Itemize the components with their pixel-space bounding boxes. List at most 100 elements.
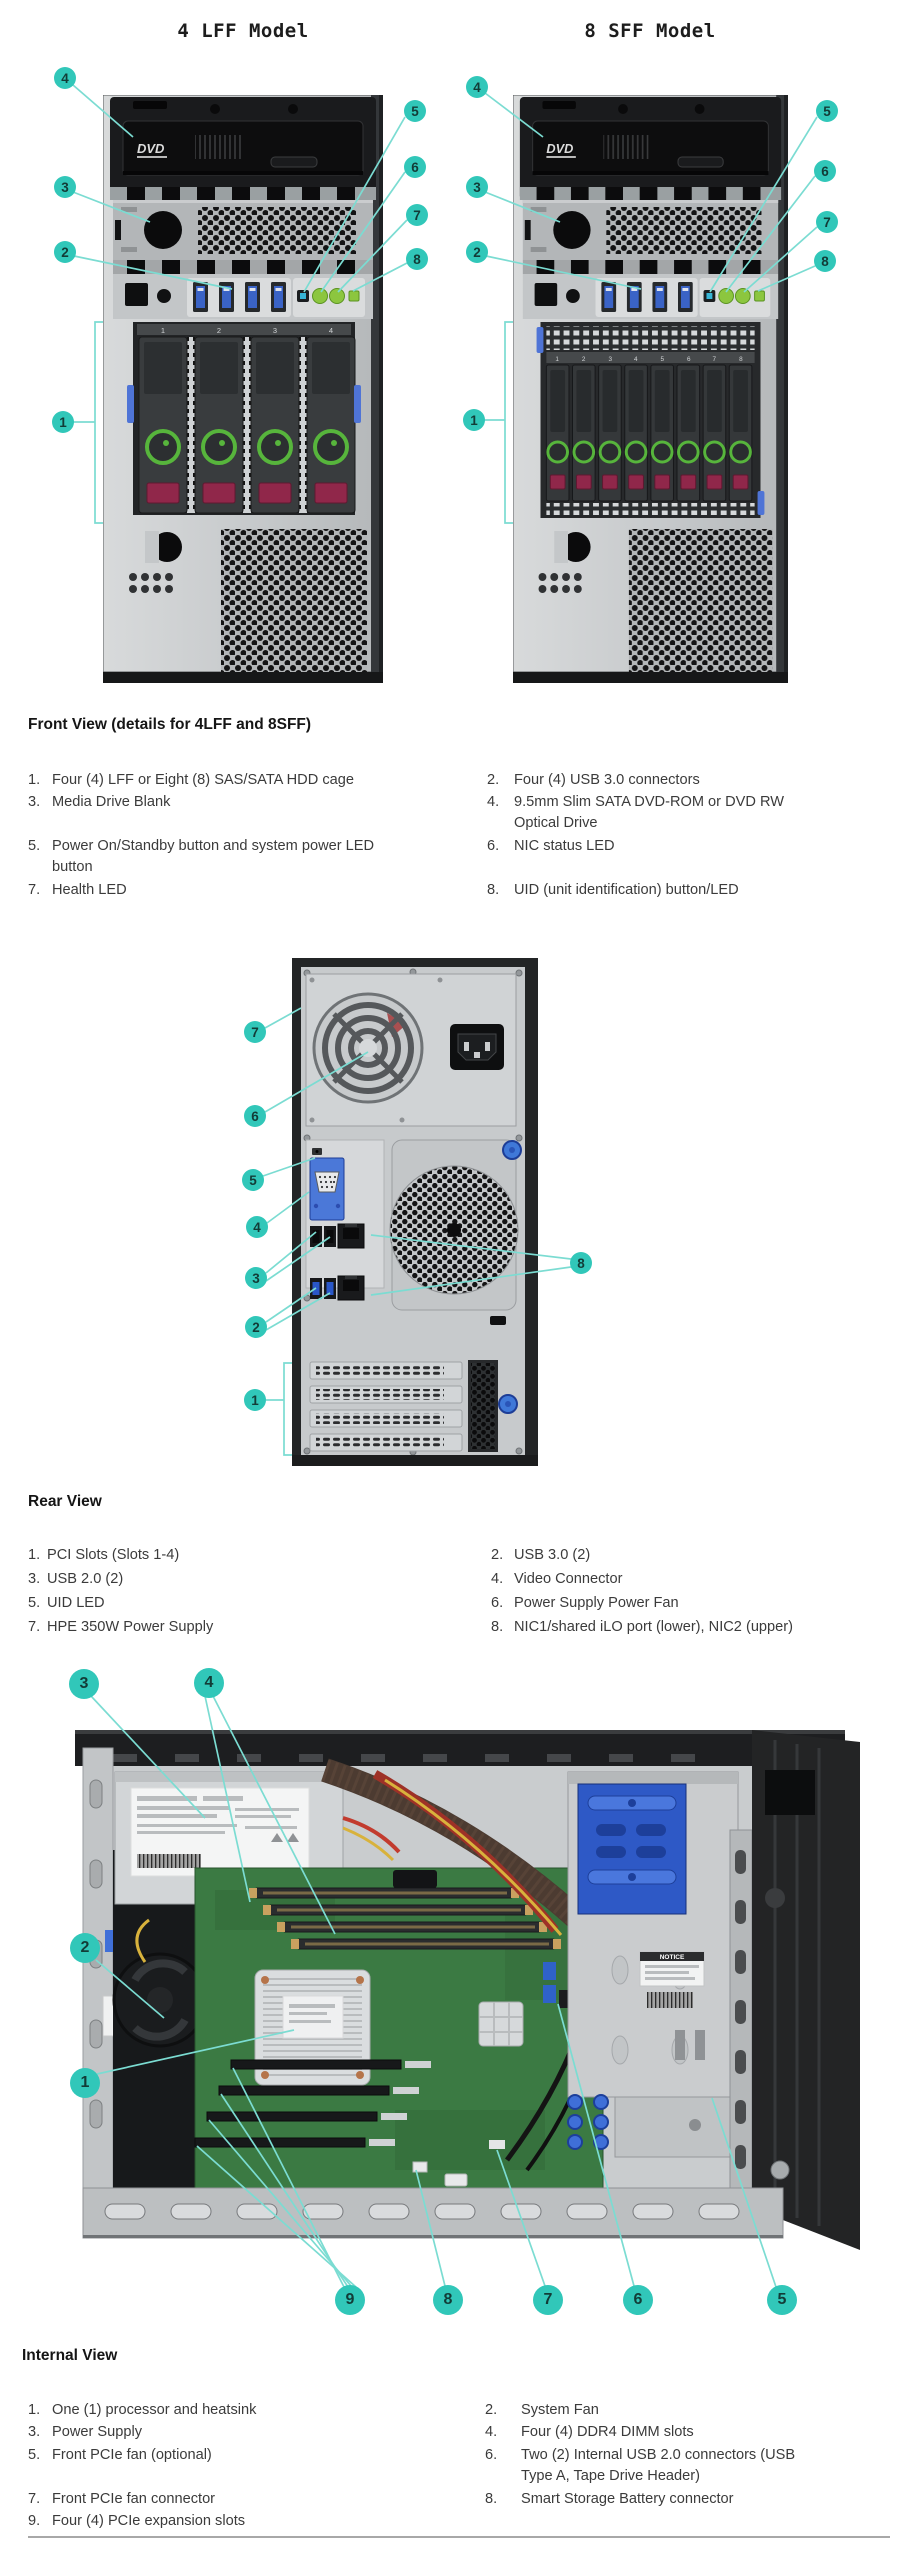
legend-item-text: NIC1/shared iLO port (lower), NIC2 (uppe… [514, 1619, 793, 1635]
legend-item-text: Power On/Standby button and system power… [52, 838, 375, 875]
legend-item-text: Media Drive Blank [52, 794, 171, 810]
legend-item: 6. NIC status LED [487, 836, 797, 857]
legend-item: 4.Video Connector [491, 1569, 891, 1590]
legend-item: 8.UID (unit identification) button/LED [487, 880, 797, 901]
legend-item-number: 8. [491, 1619, 504, 1635]
callout-internal-7: 7 [533, 2285, 563, 2315]
legend-item: 5.Front PCIe fan (optional) [28, 2445, 448, 2466]
callout-front-left-5: 5 [404, 100, 426, 122]
notice-label: NOTICE [639, 1951, 705, 1987]
front-panel-header [444, 2173, 468, 2187]
legend-item: 8.Smart Storage Battery connector [485, 2489, 811, 2510]
pci-slots [309, 1360, 518, 1452]
uid-button [348, 290, 360, 302]
chassis-bottom-rail [82, 2187, 784, 2239]
pch-heatsink [478, 2001, 524, 2047]
legend-item-text: NIC status LED [514, 838, 615, 854]
callout-front-right-8: 8 [814, 250, 836, 272]
legend-item-number: 3. [28, 794, 41, 810]
callout-rear-4: 4 [246, 1216, 268, 1238]
front-view-4lff-image: DVD [103, 95, 383, 683]
callout-internal-1: 1 [70, 2068, 100, 2098]
sff-drive-trays [545, 364, 753, 502]
callout-internal-4: 4 [194, 1668, 224, 1698]
legend-item: 3. Media Drive Blank [28, 792, 388, 813]
nic-status-led [718, 288, 734, 304]
chassis-top-rail [75, 1730, 845, 1766]
callout-front-left-6: 6 [404, 156, 426, 178]
legend-item: 1.Four (4) LFF or Eight (8) SAS/SATA HDD… [28, 770, 388, 791]
atx-power-connector [393, 1870, 437, 1888]
legend-item-number: 6. [487, 838, 500, 854]
legend-item: 2.System Fan [485, 2400, 811, 2421]
bottom-divider [28, 2536, 890, 2538]
legend-item: 2. USB 3.0 (2) [491, 1545, 891, 1566]
legend-item-text: Smart Storage Battery connector [521, 2491, 734, 2507]
legend-item: 2.Four (4) USB 3.0 connectors [487, 770, 797, 791]
bezel-lock [534, 283, 558, 306]
legend-item-number: 7. [28, 2491, 41, 2507]
callout-front-left-7: 7 [406, 204, 428, 226]
round-hole [157, 289, 171, 303]
callout-front-left-2: 2 [54, 241, 76, 263]
callout-rear-7: 7 [244, 1021, 266, 1043]
legend-item-text: USB 2.0 (2) [47, 1571, 124, 1587]
chassis-left-frame [82, 1747, 116, 2189]
front-pcie-fan-connector [489, 2140, 505, 2149]
psu-fan-grille [312, 992, 424, 1104]
thumbscrew [502, 1140, 522, 1160]
legend-item-number: 7. [28, 882, 41, 898]
health-led [734, 288, 751, 304]
battery-connector [412, 2161, 428, 2173]
legend-item-text: Four (4) PCIe expansion slots [52, 2513, 246, 2529]
nic-status-led [312, 288, 328, 304]
front-io-panel [113, 274, 373, 319]
legend-item: 3.Power Supply [28, 2422, 448, 2443]
svg-text:4: 4 [634, 356, 638, 363]
media-drive-blank [113, 200, 373, 260]
internal-view-image: NOTICE [75, 1730, 860, 2250]
uid-led [312, 1148, 322, 1155]
callout-front-right-3: 3 [466, 176, 488, 198]
rear-io-panel [305, 1139, 385, 1301]
legend-item-number: 9. [28, 2513, 41, 2529]
dvd-drive: DVD [122, 120, 364, 176]
callout-front-right-5: 5 [816, 100, 838, 122]
svg-text:1: 1 [161, 326, 165, 335]
legend-item: 8. NIC1/shared iLO port (lower), NIC2 (up… [491, 1617, 891, 1638]
legend-item-number: 2. [487, 772, 500, 788]
legend-item-number: 4. [485, 2424, 498, 2440]
lff-drive-tray [138, 336, 188, 514]
legend-item-text: USB 3.0 (2) [514, 1547, 591, 1563]
system-fan-vent [389, 1139, 519, 1311]
callout-front-right-7: 7 [816, 211, 838, 233]
barcode-label [647, 1992, 693, 2008]
sata-connectors [543, 1962, 556, 2003]
rear-view-heading: Rear View [28, 1493, 102, 1510]
front-bezel: DVD [110, 97, 376, 200]
legend-item-text: Front PCIe fan (optional) [52, 2447, 212, 2463]
bezel-lock [125, 283, 148, 306]
callout-rear-2: 2 [245, 1316, 267, 1338]
drive-cage: NOTICE [567, 1771, 739, 2158]
legend-item-number: 3. [28, 2424, 41, 2440]
svg-text:2: 2 [582, 356, 586, 363]
legend-item-number: 1. [28, 772, 41, 788]
legend-item: 3. USB 2.0 (2) [28, 1569, 428, 1590]
legend-item: 7.Health LED [28, 880, 388, 901]
callout-front-left-8: 8 [406, 248, 428, 270]
legend-item-number: 2. [485, 2402, 498, 2418]
legend-item: 7.HPE 350W Power Supply [28, 1617, 428, 1638]
front-view-heading: Front View (details for 4LFF and 8SFF) [28, 716, 312, 733]
svg-text:8: 8 [739, 356, 743, 363]
svg-text:4: 4 [329, 326, 333, 335]
legend-item-number: 2. [491, 1547, 504, 1563]
legend-item-text: Front PCIe fan connector [52, 2491, 216, 2507]
legend-item-text: One (1) processor and heatsink [52, 2402, 257, 2418]
front-bezel: DVD [519, 97, 782, 200]
legend-item-number: 3. [28, 1571, 41, 1587]
legend-item-text: Four (4) DDR4 DIMM slots [521, 2424, 694, 2440]
callout-internal-9: 9 [335, 2285, 365, 2315]
lff-drive-tray [250, 336, 300, 514]
callout-front-right-1: 1 [463, 409, 485, 431]
